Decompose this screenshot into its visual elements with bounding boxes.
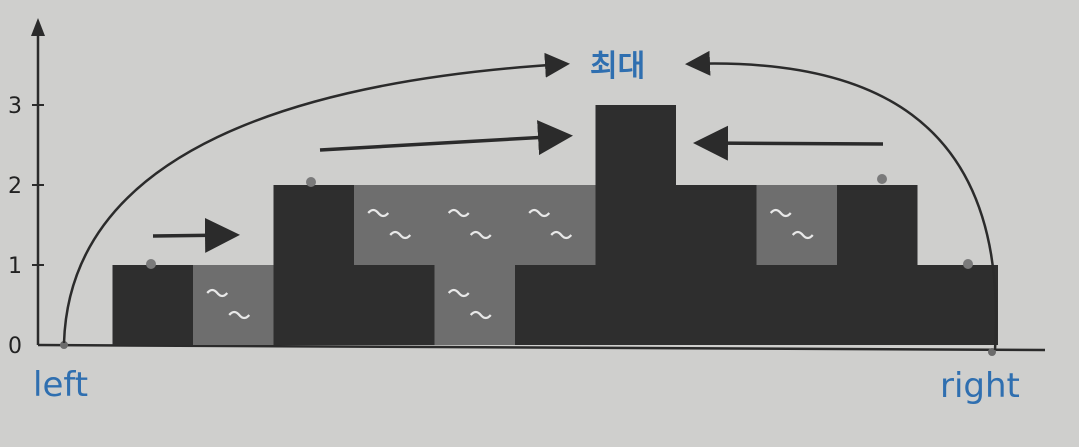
y-tick-label-3: 3 (8, 94, 22, 119)
water-wave-icon (447, 288, 470, 298)
water-wave-icon (228, 310, 251, 320)
middle-left-arrow (693, 125, 884, 161)
elevation-bar (515, 265, 596, 345)
y-tick-label-1: 1 (8, 254, 22, 279)
water-wave-icon (550, 230, 573, 240)
right-label: right (940, 366, 1020, 406)
water-waves-group (206, 208, 814, 320)
elevation-bar (676, 185, 757, 345)
elevation-bar (112, 265, 193, 345)
water-block (354, 185, 435, 265)
water-wave-icon (469, 310, 492, 320)
pointer-dot (963, 259, 973, 269)
elevation-bar (756, 265, 837, 345)
left-pointer-dot (60, 341, 68, 349)
water-wave-icon (769, 208, 792, 218)
pointer-dot (877, 174, 887, 184)
water-block (193, 265, 274, 345)
water-block (515, 185, 596, 265)
elevation-bar (917, 265, 998, 345)
water-wave-icon (206, 288, 229, 298)
water-wave-icon (389, 230, 412, 240)
right-pointer-dot (988, 348, 996, 356)
elevation-bar (354, 265, 435, 345)
x-axis (37, 343, 1046, 352)
elevation-bar (273, 185, 354, 345)
left-curve-arrow (62, 52, 570, 344)
elevation-bar (595, 105, 676, 345)
water-block (434, 185, 515, 345)
middle-right-arrow (319, 120, 573, 156)
left-label: left (33, 365, 88, 405)
right-curve-arrow (685, 50, 998, 351)
water-wave-icon (791, 230, 814, 240)
water-wave-icon (528, 208, 551, 218)
pointer-dot (146, 259, 156, 269)
water-block (756, 185, 837, 265)
water-wave-icon (469, 230, 492, 240)
max-label: 최대 (590, 49, 645, 84)
bars-group (112, 105, 998, 345)
water-wave-icon (367, 208, 390, 218)
water-wave-icon (447, 208, 470, 218)
pointer-dot (306, 177, 316, 187)
y-axis-arrow-icon (31, 18, 45, 36)
elevation-bar (837, 185, 918, 345)
y-tick-label-2: 2 (8, 174, 22, 199)
small-right-arrow (152, 217, 240, 253)
y-tick-label-0: 0 (8, 334, 22, 359)
